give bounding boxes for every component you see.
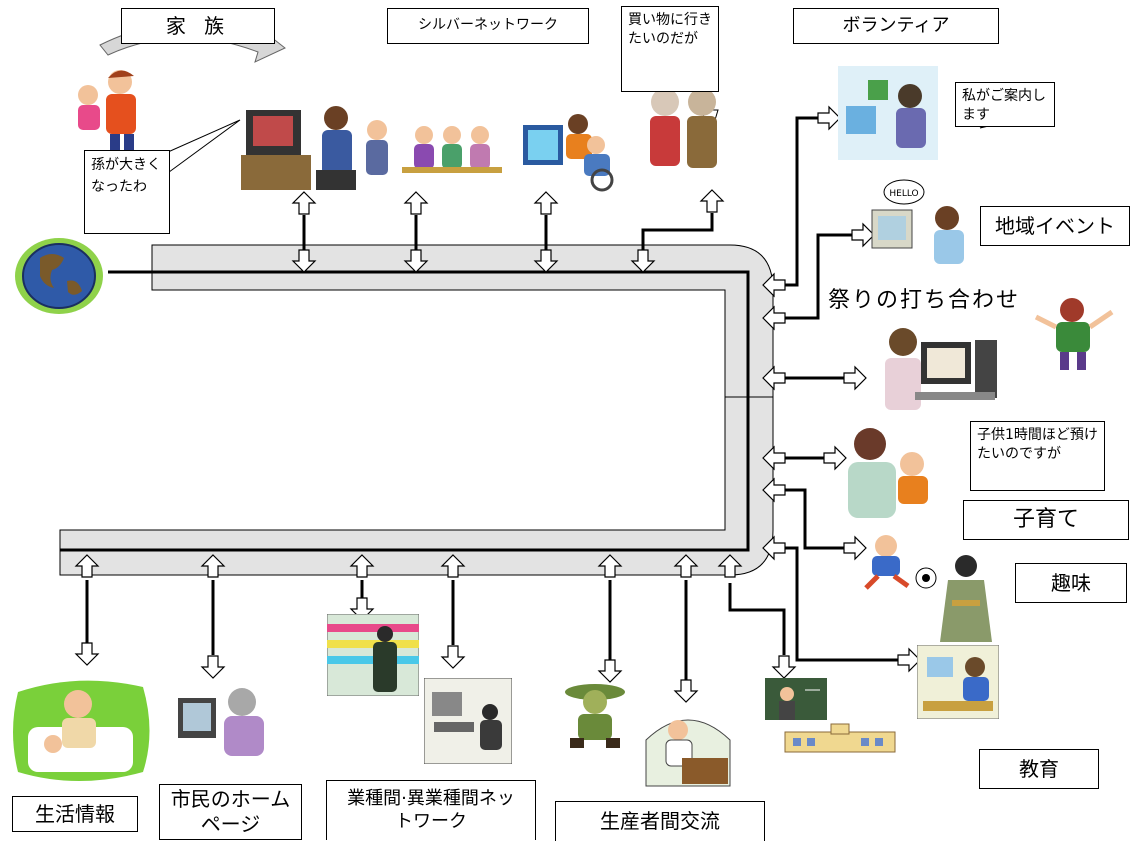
label-family: 家 族 <box>121 8 275 44</box>
main-network-line <box>60 270 750 552</box>
label-childcare: 子育て <box>963 500 1129 540</box>
label-citizen-homepage: 市民のホームページ <box>159 784 302 840</box>
farmer-illustration <box>565 684 625 748</box>
callout-shopping: 買い物に行きたいのだが <box>621 6 719 92</box>
wheelchair-user-illustration <box>523 114 614 192</box>
volunteer-illustration <box>838 66 938 160</box>
label-hobby: 趣味 <box>1015 563 1127 603</box>
label-industry-network: 業種間·異業種間ネットワーク <box>326 780 536 840</box>
nursing-mother-illustration <box>13 680 150 781</box>
senior-computer-illustration <box>178 688 264 756</box>
callout-guide: 私がご案内します <box>955 82 1055 127</box>
family-illustration <box>78 70 136 158</box>
label-education: 教育 <box>979 749 1099 789</box>
label-volunteer: ボランティア <box>793 8 999 44</box>
school-illustration <box>765 678 896 753</box>
hello-computer-illustration: HELLO <box>871 179 964 264</box>
label-silver-network: シルバーネットワーク <box>387 8 589 44</box>
label-festival-meeting: 祭りの打ち合わせ <box>828 288 1021 313</box>
shop-clerk-illustration <box>327 614 419 696</box>
seniors-illustration <box>366 120 502 175</box>
elderly-couple-illustration <box>650 88 717 168</box>
computer-user-illustration <box>241 106 356 190</box>
greenhouse-illustration <box>645 719 731 787</box>
label-life-info: 生活情報 <box>12 796 138 832</box>
soccer-child-illustration <box>864 535 937 590</box>
label-local-event: 地域イベント <box>980 206 1130 246</box>
callout-childcare: 子供1時間ほど預けたいのですが <box>970 421 1105 491</box>
label-producer-exchange: 生産者間交流 <box>555 801 765 841</box>
office-desk-illustration <box>424 678 512 764</box>
network-conduit <box>59 244 774 576</box>
mother-child-illustration <box>848 428 928 518</box>
office-worker-illustration <box>885 328 997 410</box>
study-illustration <box>917 645 999 719</box>
kimono-illustration <box>940 555 992 642</box>
globe-icon <box>15 238 103 314</box>
callout-grandchild: 孫が大きくなったわ <box>84 150 170 234</box>
svg-text:HELLO: HELLO <box>889 189 918 199</box>
festival-dancer-illustration <box>1034 298 1114 370</box>
